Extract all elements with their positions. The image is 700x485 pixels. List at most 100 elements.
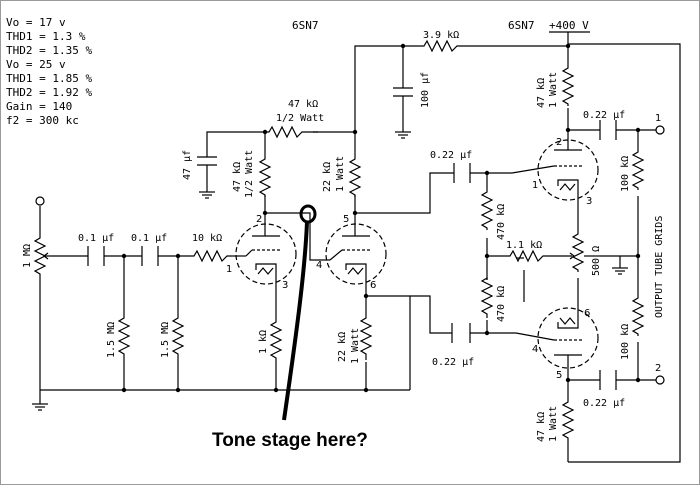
spec-vo2: Vo = 25 v (6, 58, 66, 71)
label-c-out-bot: 0.22 μf (583, 398, 625, 409)
component-labels: 0.1 μf 0.1 μf 10 kΩ 47 kΩ 1/2 Watt 3.9 k… (22, 30, 665, 442)
pin-5: 5 (343, 214, 349, 225)
label-c-in2: 0.1 μf (131, 233, 167, 244)
resistor-cathode-bot (561, 400, 575, 440)
label-c-couple-bot: 0.22 μf (432, 357, 474, 368)
label-output-tube-grids: OUTPUT TUBE GRIDS (654, 216, 665, 318)
resistor-shunt1 (117, 314, 131, 362)
tube-label-right: 6SN7 (508, 19, 535, 32)
pot-balance-wiper-icon (566, 252, 575, 260)
cap-decouple (197, 156, 217, 166)
cap-couple-top (453, 163, 471, 183)
label-r-shunt2: 1.5 MΩ (160, 322, 171, 358)
tube-4-icon (515, 300, 599, 369)
resistor-plate2 (348, 157, 362, 197)
pin-3-out: 3 (586, 196, 592, 207)
pin-5-out: 5 (556, 370, 562, 381)
pin-2: 2 (256, 214, 262, 225)
tube-1-icon (235, 223, 297, 285)
pin-4: 4 (316, 260, 322, 271)
label-r-balance: 1.1 kΩ (506, 240, 542, 251)
pot-wipers (43, 252, 600, 260)
resistor-out-top (631, 150, 645, 190)
spec-f2: f2 = 300 kc (6, 114, 79, 127)
label-c-decouple: 47 μf (182, 150, 193, 180)
cap-out-bot (599, 370, 617, 390)
pot-input-wiper-icon (43, 252, 52, 260)
ground-icon (32, 403, 48, 411)
terminals: 1 2 (35, 113, 665, 385)
output-terminal-2 (655, 375, 665, 385)
label-r-decouple-w: 1/2 Watt (276, 113, 324, 124)
label-r-plate2: 22 kΩ (322, 162, 333, 192)
tube-2-icon (325, 223, 387, 285)
label-r-plate2-w: 1 Watt (335, 156, 346, 192)
pin-3: 3 (282, 280, 288, 291)
input-terminal (35, 196, 45, 206)
label-c-out-top: 0.22 μf (583, 110, 625, 121)
ground-symbols (32, 131, 628, 411)
spec-thd1a: THD1 = 1.3 % (6, 30, 86, 43)
label-r-feed: 3.9 kΩ (423, 30, 459, 41)
label-r-grid: 10 kΩ (192, 233, 222, 244)
spec-thd2a: THD2 = 1.35 % (6, 44, 92, 57)
resistor-shunt2 (171, 314, 185, 362)
ground-icon (612, 267, 628, 275)
pin-2-out: 2 (556, 137, 562, 148)
resistor-plate1 (258, 157, 272, 197)
label-r-cathode2-w: 1 Watt (350, 328, 361, 364)
label-r-cathode-bot-w: 1 Watt (548, 406, 559, 442)
resistor-balance (506, 249, 548, 263)
resistor-cathode2 (359, 312, 373, 360)
tubes (235, 139, 599, 369)
cap-in2 (141, 246, 159, 266)
cap-out-top (599, 120, 617, 140)
label-r-cathode-bot: 47 kΩ (536, 412, 547, 442)
wiring (39, 32, 681, 463)
label-r-shunt1: 1.5 MΩ (106, 322, 117, 358)
label-r-out-top: 100 kΩ (620, 156, 631, 192)
resistor-out-bot (631, 296, 645, 336)
ground-icon (395, 131, 411, 139)
cap-couple-bot (451, 323, 471, 343)
resistor-cathode1 (269, 318, 283, 362)
spec-gain: Gain = 140 (6, 100, 72, 113)
label-c-couple-top: 0.22 μf (430, 150, 472, 161)
capacitors (87, 87, 617, 390)
label-r-bias-top: 470 kΩ (496, 204, 507, 240)
label-c-filter: 100 μf (420, 72, 431, 108)
label-pot-in: 1 MΩ (22, 244, 33, 268)
cap-in1 (87, 246, 105, 266)
spec-vo1: Vo = 17 v (6, 16, 66, 29)
label-r-decouple: 47 kΩ (288, 99, 318, 110)
resistor-plate-top (561, 66, 575, 106)
annotation-pointer-line (282, 221, 309, 421)
pot-balance-body (571, 232, 585, 272)
supply-label: +400 V (549, 19, 589, 32)
pin-1: 1 (226, 264, 232, 275)
label-r-plate1-w: 1/2 Watt (244, 150, 255, 198)
label-pot-balance: 500 Ω (591, 246, 602, 276)
pin-1-out: 1 (532, 180, 538, 191)
label-r-cathode1: 1 kΩ (258, 330, 269, 354)
annotation: Tone stage here? (212, 204, 368, 451)
junction-dots (121, 43, 641, 393)
spec-thd1b: THD1 = 1.85 % (6, 72, 92, 85)
resistor-feed (420, 39, 468, 53)
resistor-grid (190, 249, 232, 263)
label-r-plate1: 47 kΩ (232, 162, 243, 192)
label-r-bias-bot: 470 kΩ (496, 286, 507, 322)
label-r-cathode2: 22 kΩ (337, 332, 348, 362)
label-r-plate-top-w: 1 Watt (548, 72, 559, 108)
resistor-decouple (265, 125, 318, 139)
tube-3-icon (511, 139, 599, 201)
annotation-text: Tone stage here? (212, 430, 368, 451)
spec-thd2b: THD2 = 1.92 % (6, 86, 92, 99)
tube-label-left: 6SN7 (292, 19, 319, 32)
output-pin-2: 2 (655, 363, 661, 374)
pin-numbers: 2 1 3 5 4 6 2 1 3 6 4 5 (226, 137, 592, 381)
output-pin-1: 1 (655, 113, 661, 124)
label-r-plate-top: 47 kΩ (536, 78, 547, 108)
pin-6: 6 (370, 280, 376, 291)
